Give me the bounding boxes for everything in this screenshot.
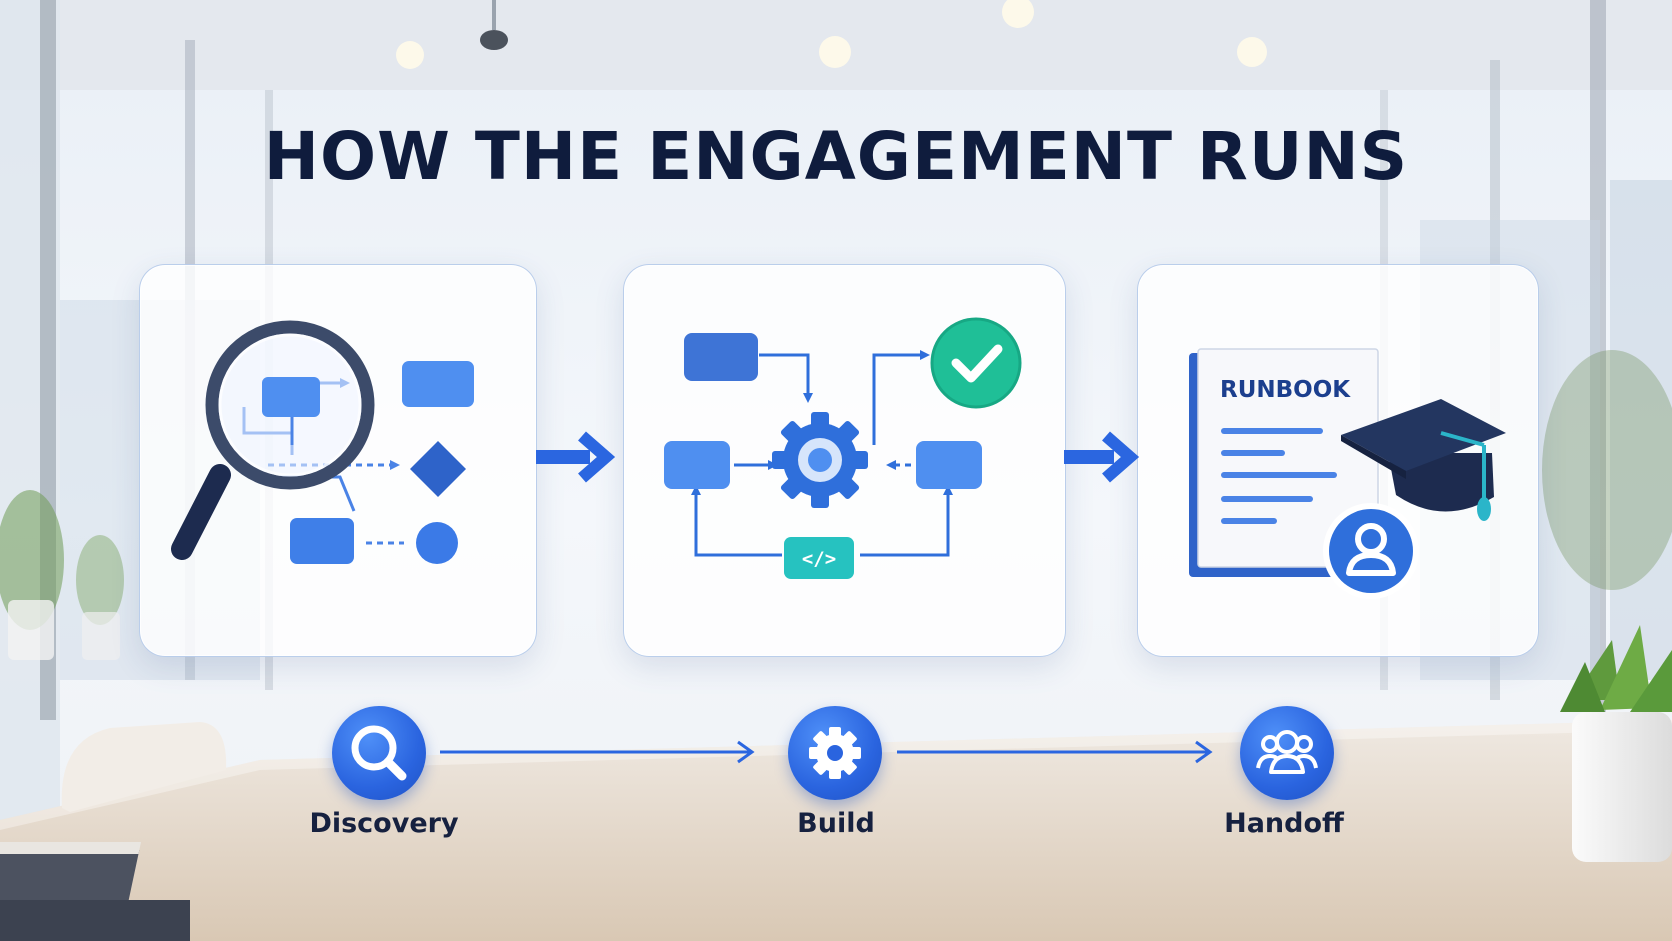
svg-text:</>: </> [802, 548, 836, 570]
arrow-right-icon [1064, 431, 1140, 483]
users-icon [1256, 730, 1318, 774]
gear-workflow-icon: </> [664, 317, 1022, 579]
runbook-graduation-icon: RUNBOOK [1189, 348, 1506, 599]
runbook-label: RUNBOOK [1220, 377, 1351, 403]
handoff-card: RUNBOOK [1137, 264, 1539, 657]
arrow-right-icon [536, 431, 616, 483]
page-title: HOW THE ENGAGEMENT RUNS [263, 118, 1409, 195]
discovery-card [139, 264, 537, 657]
handoff-step-icon [1240, 706, 1334, 800]
magnifier-flowchart-icon [171, 320, 474, 564]
step-label-discovery: Discovery [309, 808, 459, 839]
gear-icon [809, 727, 861, 779]
step-label-build: Build [797, 808, 875, 839]
discovery-step-icon [332, 706, 426, 800]
build-step-icon [788, 706, 882, 800]
step-label-handoff: Handoff [1224, 808, 1344, 839]
build-card: </> [623, 264, 1066, 657]
search-icon [351, 725, 407, 781]
